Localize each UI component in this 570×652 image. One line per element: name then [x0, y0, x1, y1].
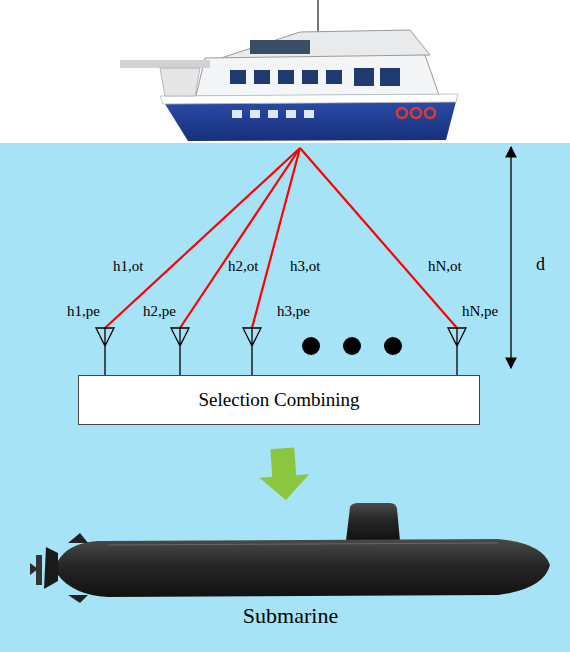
channel-label: h2,pe [143, 303, 176, 320]
channel-label: hN,ot [428, 258, 462, 275]
combiner-box: Selection Combining [78, 375, 480, 425]
depth-dimension [510, 147, 511, 368]
caption-text: Submarine [28, 603, 553, 629]
channel-label: hN,pe [462, 303, 498, 320]
antenna-symbols [96, 328, 466, 375]
ellipsis-dots [302, 337, 402, 355]
flow-arrow [259, 448, 309, 500]
dimension-label: d [536, 254, 545, 275]
submarine-illustration [28, 503, 553, 603]
water [0, 143, 570, 652]
signal-paths [105, 148, 457, 328]
box-text: Selection Combining [199, 389, 360, 411]
channel-label: h1,pe [67, 303, 100, 320]
channel-label: h2,ot [228, 258, 258, 275]
channel-label: h1,ot [113, 258, 143, 275]
ship-illustration [120, 0, 458, 141]
channel-label: h3,ot [290, 258, 320, 275]
submarine-node: Submarine [28, 503, 553, 631]
channel-label: h3,pe [277, 303, 310, 320]
